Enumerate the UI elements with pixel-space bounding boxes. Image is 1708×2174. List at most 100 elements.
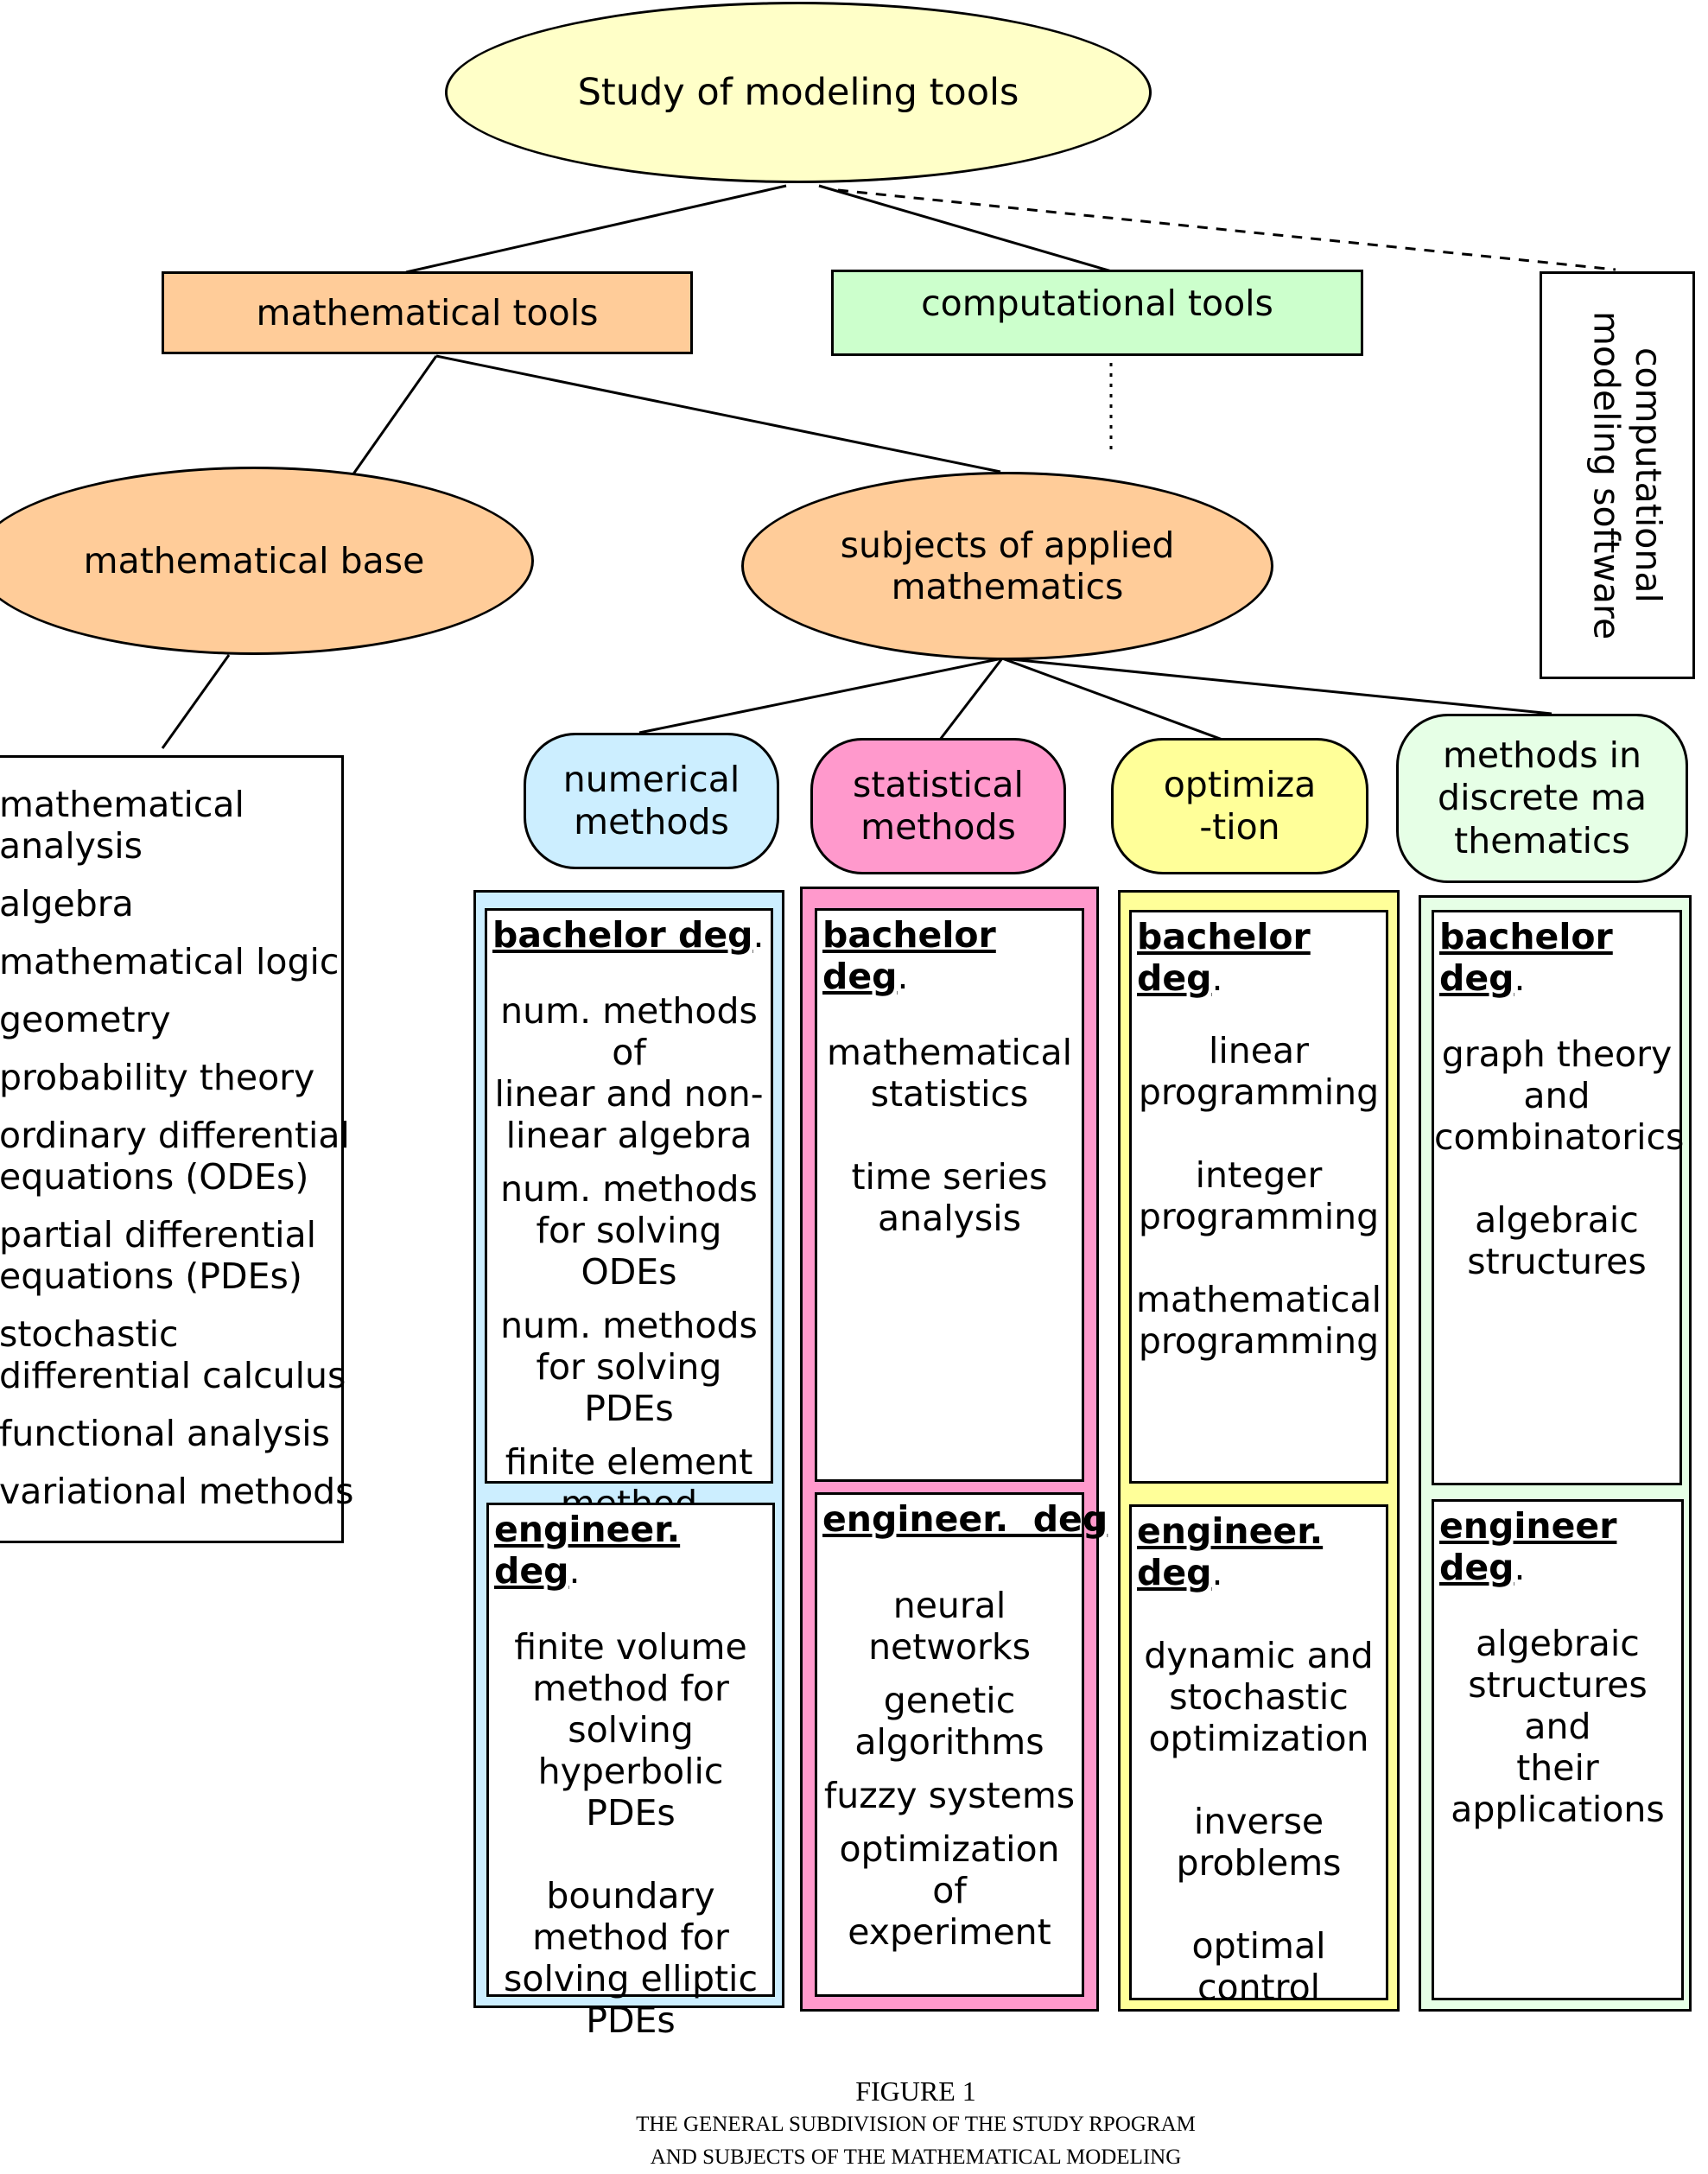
line-base-list	[161, 654, 231, 749]
panel-statistical-engineer: engineer. deg neural networks genetic al…	[815, 1492, 1108, 1997]
panel-optimization-engineer: engineer. deg. dynamic and stochastic op…	[1129, 1504, 1388, 2008]
category-optimization-line1: optimiza	[1163, 763, 1317, 805]
list-item: neural networks	[868, 1585, 1031, 1668]
statistical-bachelor-label: bachelor deg	[822, 914, 996, 997]
numerical-bachelor-items: num. methods of linear and non- linear a…	[487, 990, 771, 1524]
category-discrete-line3: thematics	[1454, 819, 1630, 861]
list-item: experiment	[848, 1911, 1051, 1953]
list-item: problems	[1176, 1842, 1342, 1884]
math-tools-node: mathematical tools	[162, 271, 693, 354]
comp-tools-label: computational tools	[921, 283, 1273, 324]
applied-math-label-line2: mathematics	[891, 566, 1124, 607]
statistical-engineer-label: engineer. deg	[822, 1498, 1108, 1540]
list-item-line: stochastic	[0, 1313, 179, 1355]
list-item-line: functional analysis	[0, 1413, 331, 1454]
list-item-line: variational methods	[0, 1471, 354, 1512]
list-item: time series	[851, 1156, 1048, 1198]
list-item-line: analysis	[0, 825, 143, 867]
caption-line1: THE GENERAL SUBDIVISION OF THE STUDY RPO…	[636, 2113, 1196, 2136]
list-item: algebraic	[1476, 1623, 1640, 1664]
list-item: geometry	[0, 999, 354, 1040]
comp-software-label: computational modeling software	[1585, 310, 1669, 640]
applied-math-label-line1: subjects of applied	[840, 524, 1175, 566]
list-item: dynamic and	[1144, 1635, 1374, 1676]
list-item: for solving PDEs	[536, 1346, 722, 1429]
list-item: statistics	[870, 1073, 1029, 1115]
list-item: combinatorics	[1434, 1116, 1685, 1158]
panel-numerical: bachelor deg. num. methods of linear and…	[473, 890, 784, 2041]
math-base-node: mathematical base	[0, 467, 534, 655]
list-item-line: probability theory	[0, 1057, 315, 1098]
line-mathtools-applied	[435, 354, 1001, 474]
optimization-bachelor-label: bachelor deg	[1137, 916, 1311, 999]
list-item: stochastic	[1169, 1676, 1349, 1718]
panel-discrete: bachelor deg. graph theory and combinato…	[1419, 895, 1692, 2012]
list-item: algorithms	[854, 1721, 1044, 1763]
list-item: num. methods	[500, 1168, 758, 1210]
category-discrete-line2: discrete ma	[1438, 777, 1647, 819]
list-item: and	[1523, 1075, 1591, 1116]
discrete-engineer-label: engineer deg	[1439, 1505, 1617, 1588]
list-item: algebraic	[1475, 1199, 1639, 1241]
category-optimization-line2: -tion	[1199, 806, 1280, 848]
line-root-math-tools	[405, 184, 787, 274]
list-item: boundary	[546, 1875, 715, 1917]
discrete-bachelor-label: bachelor deg	[1439, 916, 1613, 999]
list-item: optimization	[1148, 1718, 1369, 1759]
optimization-engineer-items: dynamic and stochastic optimization inve…	[1132, 1635, 1386, 2008]
list-item: for solving ODEs	[536, 1210, 722, 1293]
category-discrete: methods in discrete ma thematics	[1396, 714, 1688, 883]
list-item: method for	[532, 1917, 729, 1958]
panel-numerical-bachelor: bachelor deg. num. methods of linear and…	[485, 908, 773, 1524]
list-item: solving elliptic	[504, 1958, 758, 1999]
discrete-bachelor-items: graph theory and combinatorics algebraic…	[1434, 1033, 1685, 1282]
list-item-line: equations (PDEs)	[0, 1255, 302, 1297]
applied-math-node: subjects of applied mathematics	[741, 472, 1273, 660]
list-item: method for	[532, 1668, 729, 1709]
comp-tools-node: computational tools	[831, 270, 1363, 356]
line-root-comp-tools	[818, 184, 1115, 274]
list-item-line: ordinary differential	[0, 1115, 350, 1156]
list-item: probability theory	[0, 1057, 354, 1098]
list-item: inverse	[1193, 1801, 1324, 1842]
list-item: linear and non-	[494, 1073, 764, 1115]
list-item: num. methods	[500, 1305, 758, 1346]
list-item: optimal control	[1191, 1925, 1326, 2008]
panel-discrete-engineer: engineer deg. algebraic structures and t…	[1432, 1499, 1684, 2000]
root-label: Study of modeling tools	[577, 70, 1019, 114]
line-applied-statistical	[938, 658, 1004, 741]
comp-software-node: computational modeling software	[1540, 271, 1695, 679]
panel-optimization-bachelor: bachelor deg. linear programming integer…	[1129, 910, 1388, 1484]
list-item: structures	[1467, 1241, 1647, 1282]
category-statistical-line1: statistical	[853, 763, 1024, 805]
panel-discrete-bachelor: bachelor deg. graph theory and combinato…	[1432, 910, 1685, 1485]
list-item: solving	[568, 1709, 694, 1751]
list-item-line: partial differential	[0, 1214, 317, 1255]
list-item: PDEs	[586, 1999, 676, 2041]
list-item-line: mathematical	[0, 784, 244, 825]
list-item: linear	[1209, 1030, 1309, 1071]
category-numerical-line2: methods	[574, 801, 729, 842]
list-item: algebra	[0, 883, 354, 925]
figure-number: FIGURE 1	[855, 2075, 976, 2107]
line-applied-numerical	[638, 657, 1003, 734]
math-base-label: mathematical base	[83, 539, 425, 582]
category-statistical: statistical methods	[810, 738, 1066, 874]
category-statistical-line2: methods	[860, 806, 1016, 848]
statistical-engineer-items: neural networks genetic algorithms fuzzy…	[817, 1585, 1082, 1953]
list-item: programming	[1138, 1320, 1380, 1362]
list-item: programming	[1138, 1071, 1380, 1113]
list-item: num. methods of	[500, 990, 758, 1073]
panel-statistical-bachelor: bachelor deg. mathematical statistics ti…	[815, 908, 1084, 1482]
optimization-engineer-label: engineer. deg	[1137, 1510, 1324, 1593]
list-item: their	[1516, 1747, 1599, 1789]
root-node: Study of modeling tools	[445, 2, 1152, 183]
category-optimization: optimiza -tion	[1111, 738, 1368, 874]
list-item-line: algebra	[0, 883, 134, 925]
numerical-engineer-items: finite volume method for solving hyperbo…	[489, 1626, 772, 2041]
list-item: genetic	[883, 1680, 1016, 1721]
